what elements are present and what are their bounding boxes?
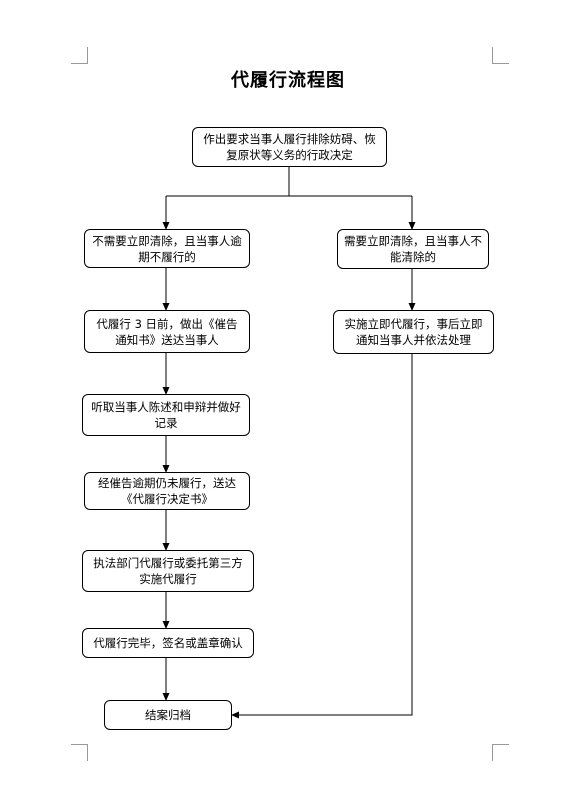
node-immediate-execution: 实施立即代履行，事后立即通知当事人并依法处理 (333, 310, 494, 354)
node-case-archive: 结案归档 (104, 700, 232, 730)
node-execution-complete: 代履行完毕，签名或盖章确认 (82, 628, 254, 658)
node-administrative-decision: 作出要求当事人履行排除妨碍、恢复原状等义务的行政决定 (192, 127, 387, 167)
node-urgent-cannot-clear: 需要立即清除，且当事人不能清除的 (337, 229, 489, 269)
crop-mark-top-right (492, 47, 509, 64)
edge-immediate-to-archive (231, 354, 413, 719)
flowchart-title: 代履行流程图 (231, 70, 345, 91)
node-reminder-notice: 代履行 3 日前，做出《催告通知书》送达当事人 (84, 310, 250, 353)
edge-decision-split (166, 167, 412, 197)
node-not-urgent-overdue: 不需要立即清除，且当事人逾期不履行的 (84, 229, 250, 268)
node-execution-decision-doc: 经催告逾期仍未履行，送达《代履行决定书》 (84, 472, 250, 510)
crop-mark-bottom-left (71, 744, 88, 761)
crop-mark-bottom-right (492, 744, 509, 761)
crop-mark-top-left (71, 47, 88, 64)
node-perform-execution: 执法部门代履行或委托第三方实施代履行 (82, 550, 254, 592)
node-hearing-record: 听取当事人陈述和申辩并做好记录 (82, 394, 250, 436)
